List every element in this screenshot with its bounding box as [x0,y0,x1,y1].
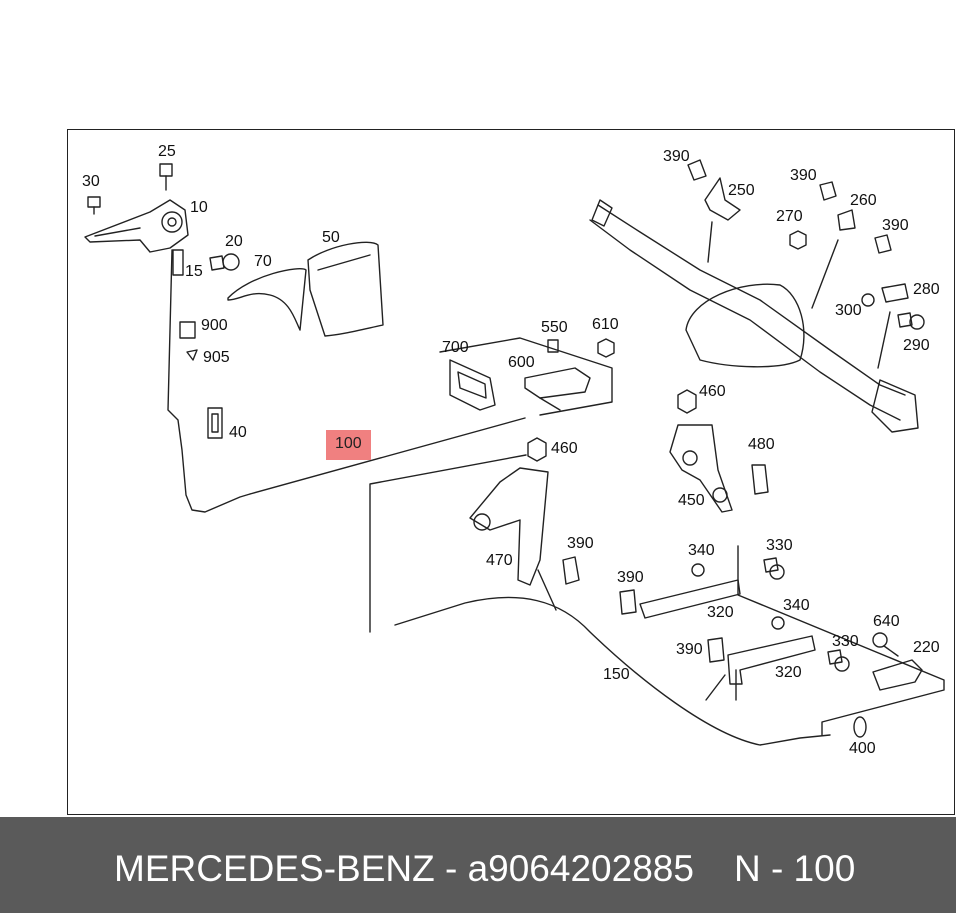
bolt-30-part [87,196,101,215]
label-10: 10 [190,199,208,216]
label-340-a: 340 [688,542,715,559]
label-480: 480 [748,436,775,453]
label-390-e: 390 [617,569,644,586]
nut-460-part [527,389,697,462]
bolt-25-part [159,163,173,191]
footer-diagram-reference: N - 100 [733,848,856,889]
label-290: 290 [903,337,930,354]
label-390-b: 390 [790,167,817,184]
grommet-400-part [853,716,867,738]
label-280: 280 [913,281,940,298]
label-270: 270 [776,208,803,225]
label-600: 600 [508,354,535,371]
washer-300-part [861,293,875,307]
bolt-330-part [763,557,850,672]
label-20: 20 [225,233,243,250]
rear-axle-part [589,199,919,433]
clip-905-part [186,349,198,361]
clip-390-part [562,159,892,663]
label-100-highlighted: 100 [326,430,371,460]
nut-610-part [597,338,615,358]
label-700: 700 [442,339,469,356]
label-450: 450 [678,492,705,509]
label-330-b: 330 [832,633,859,650]
lever-700-part [449,359,496,411]
washer-340-part [691,563,785,630]
label-40: 40 [229,424,247,441]
bracket-260-part [837,209,856,231]
label-460-lower: 460 [551,440,578,457]
clip-900-part [179,321,196,339]
label-905: 905 [203,349,230,366]
mechanism-600-part [524,367,591,411]
label-50: 50 [322,229,340,246]
parts-diagram-frame [67,129,955,815]
label-400: 400 [849,740,876,757]
label-220: 220 [913,639,940,656]
label-390-c: 390 [882,217,909,234]
footer-bar [0,817,956,913]
label-320-a: 320 [707,604,734,621]
label-460-upper: 460 [699,383,726,400]
bracket-470-part [469,467,549,586]
label-390-d: 390 [567,535,594,552]
label-70: 70 [254,253,272,270]
label-150: 150 [603,666,630,683]
label-550: 550 [541,319,568,336]
bracket-40-part [207,407,223,439]
label-610: 610 [592,316,619,333]
clip-280-part [881,283,909,303]
label-330-a: 330 [766,537,793,554]
label-470: 470 [486,552,513,569]
bracket-250-part [704,177,741,221]
bolt-640-part [872,632,899,657]
sleeve-550-part [547,339,559,353]
label-260: 260 [850,192,877,209]
footer-brand-part-number: MERCEDES-BENZ - a9064202885 [114,848,694,889]
cover-70-part [227,268,307,331]
label-30: 30 [82,173,100,190]
label-320-b: 320 [775,664,802,681]
label-900: 900 [201,317,228,334]
label-250: 250 [728,182,755,199]
label-640: 640 [873,613,900,630]
clip-220-part [872,659,923,691]
clip-480-part [751,464,769,495]
label-300: 300 [835,302,862,319]
bracket-450-part [669,424,733,513]
label-25: 25 [158,143,176,160]
cover-50-part [307,241,384,337]
bolt-20-part [209,253,240,271]
bolt-290-part [897,312,925,330]
switch-15-part [172,249,184,276]
footer-caption: MERCEDES-BENZ - a9064202885 N - 100 [114,849,855,889]
label-340-b: 340 [783,597,810,614]
label-390-a: 390 [663,148,690,165]
pedal-assembly-part [84,199,189,253]
nut-270-part [789,230,807,250]
label-15: 15 [185,263,203,280]
label-390-f: 390 [676,641,703,658]
bracket-320-part [639,579,816,685]
